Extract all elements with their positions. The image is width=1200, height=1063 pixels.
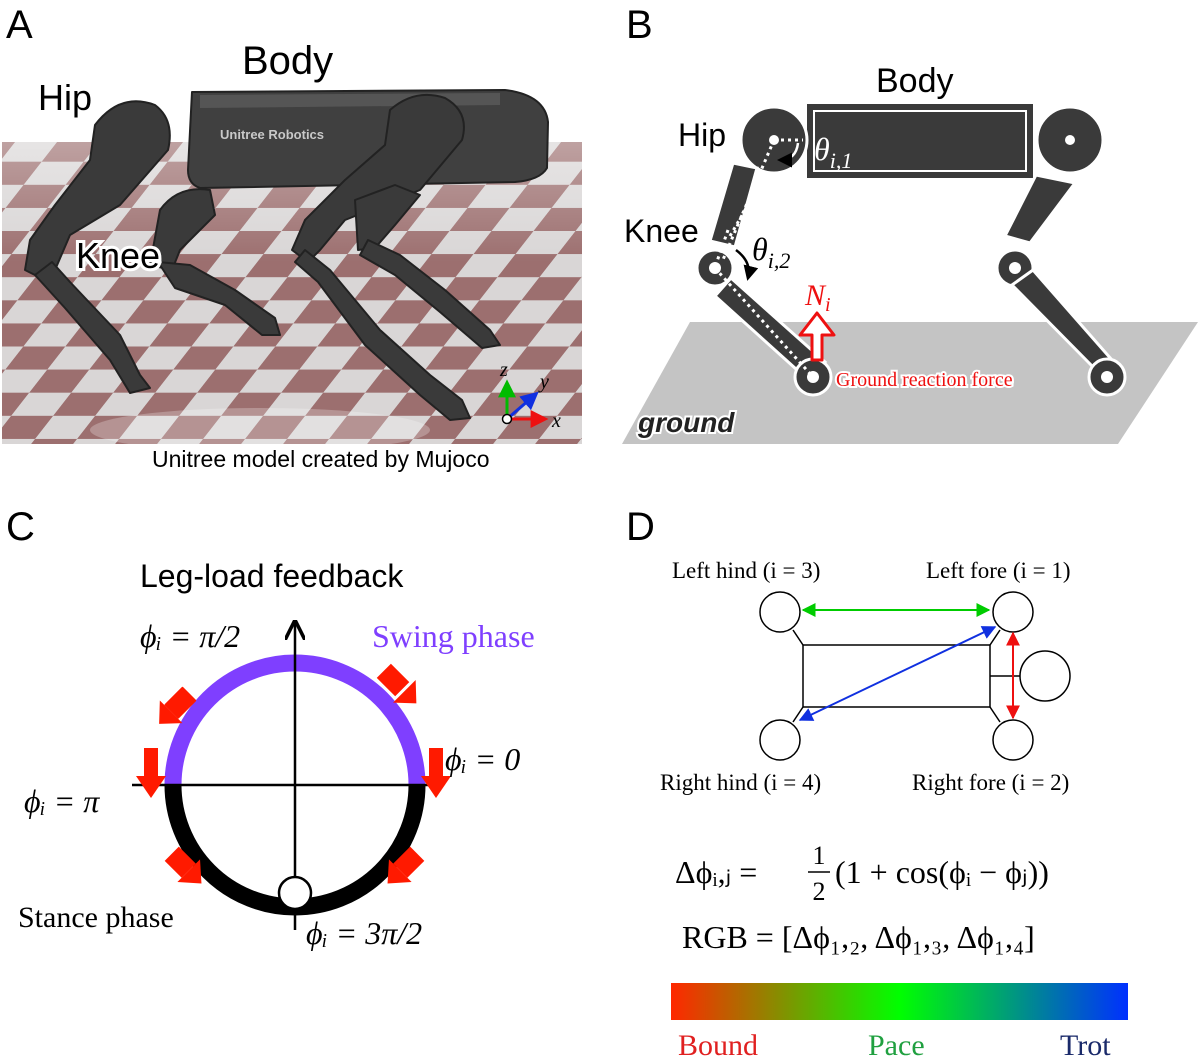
head: [1019, 650, 1071, 702]
trot-link: [798, 626, 997, 721]
equation-1-lhs: Δϕᵢ,ⱼ =: [675, 854, 757, 890]
leg-left-hind: [759, 591, 801, 633]
panel-a-letter: A: [6, 3, 33, 47]
equation-2: RGB = [Δϕ₁,₂, Δϕ₁,₃, Δϕ₁,₄]: [682, 919, 1035, 955]
theta1-label: θi,1: [814, 131, 852, 173]
theta1-subscript: i,1: [830, 148, 853, 173]
panel-b-letter: B: [626, 3, 653, 47]
panel-a-hip-label: Hip: [38, 77, 92, 118]
theta2-subscript: i,2: [768, 248, 791, 273]
panel-b-knee-label: Knee: [624, 213, 699, 249]
theta2-label: θi,2: [752, 231, 790, 273]
gait-colorbar: [671, 983, 1128, 1020]
axis-y-label: y: [538, 371, 549, 393]
panel-a-body-label: Body: [242, 39, 333, 83]
force-label: Ni: [804, 279, 831, 316]
equation-1-rhs: (1 + cos(ϕᵢ − ϕⱼ)): [835, 854, 1049, 890]
force-subscript: i: [825, 294, 831, 316]
left-hind-label: Left hind (i = 3): [672, 558, 820, 583]
leg-right-hind: [759, 719, 801, 761]
stance-phase-label: Stance phase: [18, 901, 174, 934]
ground-plane: [622, 322, 1198, 444]
force-symbol: N: [804, 279, 827, 312]
panel-d-letter: D: [626, 505, 655, 549]
equation-1-numerator: 1: [813, 841, 826, 870]
schematic-body: [802, 644, 991, 708]
theta1-symbol: θ: [814, 131, 830, 167]
panel-a-caption: Unitree model created by Mujoco: [152, 446, 490, 472]
ground-reaction-arrow: [798, 311, 836, 362]
leg-right-fore: [992, 719, 1034, 761]
axis-z-label: z: [499, 359, 508, 381]
phase-right-label: ϕᵢ = 0: [445, 741, 520, 777]
swing-phase-label: Swing phase: [372, 618, 535, 654]
panel-a: Unitree Robotics z y x A Body Hip Knee U…: [0, 0, 600, 480]
right-hind-label: Right hind (i = 4): [660, 770, 821, 795]
right-fore-label: Right fore (i = 2): [912, 770, 1069, 795]
panel-c: C Leg-load feedback ϕᵢ = π/2 Swing phase…: [6, 505, 535, 951]
gait-bound-label: Bound: [678, 1029, 758, 1062]
panel-b-hip-label: Hip: [678, 117, 726, 153]
thigh-link: [708, 161, 759, 249]
panel-b-body-label: Body: [876, 62, 954, 100]
panel-a-knee-label: Knee: [76, 235, 160, 276]
phase-top-label: ϕᵢ = π/2: [140, 618, 240, 654]
panel-c-letter: C: [6, 505, 35, 549]
ground-label: ground: [637, 407, 735, 438]
feedback-arrows: [136, 663, 451, 884]
ground-reaction-label: Ground reaction force: [836, 369, 1013, 391]
left-fore-label: Left fore (i = 1): [926, 558, 1071, 583]
theta2-symbol: θ: [752, 231, 768, 267]
phase-oscillator: [277, 875, 313, 911]
gait-pace-label: Pace: [868, 1029, 925, 1062]
phase-bottom-label: ϕᵢ = 3π/2: [306, 915, 422, 951]
axis-x-label: x: [551, 410, 561, 432]
equation-1-denominator: 2: [813, 877, 826, 906]
robot-brand-label: Unitree Robotics: [220, 127, 324, 142]
panel-c-title: Leg-load feedback: [140, 558, 404, 594]
phase-left-label: ϕᵢ = π: [24, 783, 100, 819]
axis-triad: z y x: [498, 359, 561, 432]
leg-left-fore: [992, 591, 1034, 633]
gait-trot-label: Trot: [1060, 1029, 1111, 1062]
robot-model: Unitree Robotics: [24, 89, 549, 421]
panel-b: B ground: [622, 3, 1198, 444]
panel-d: D Left hind (i = 3) Left fore (i = 1) Ri…: [626, 505, 1128, 1062]
